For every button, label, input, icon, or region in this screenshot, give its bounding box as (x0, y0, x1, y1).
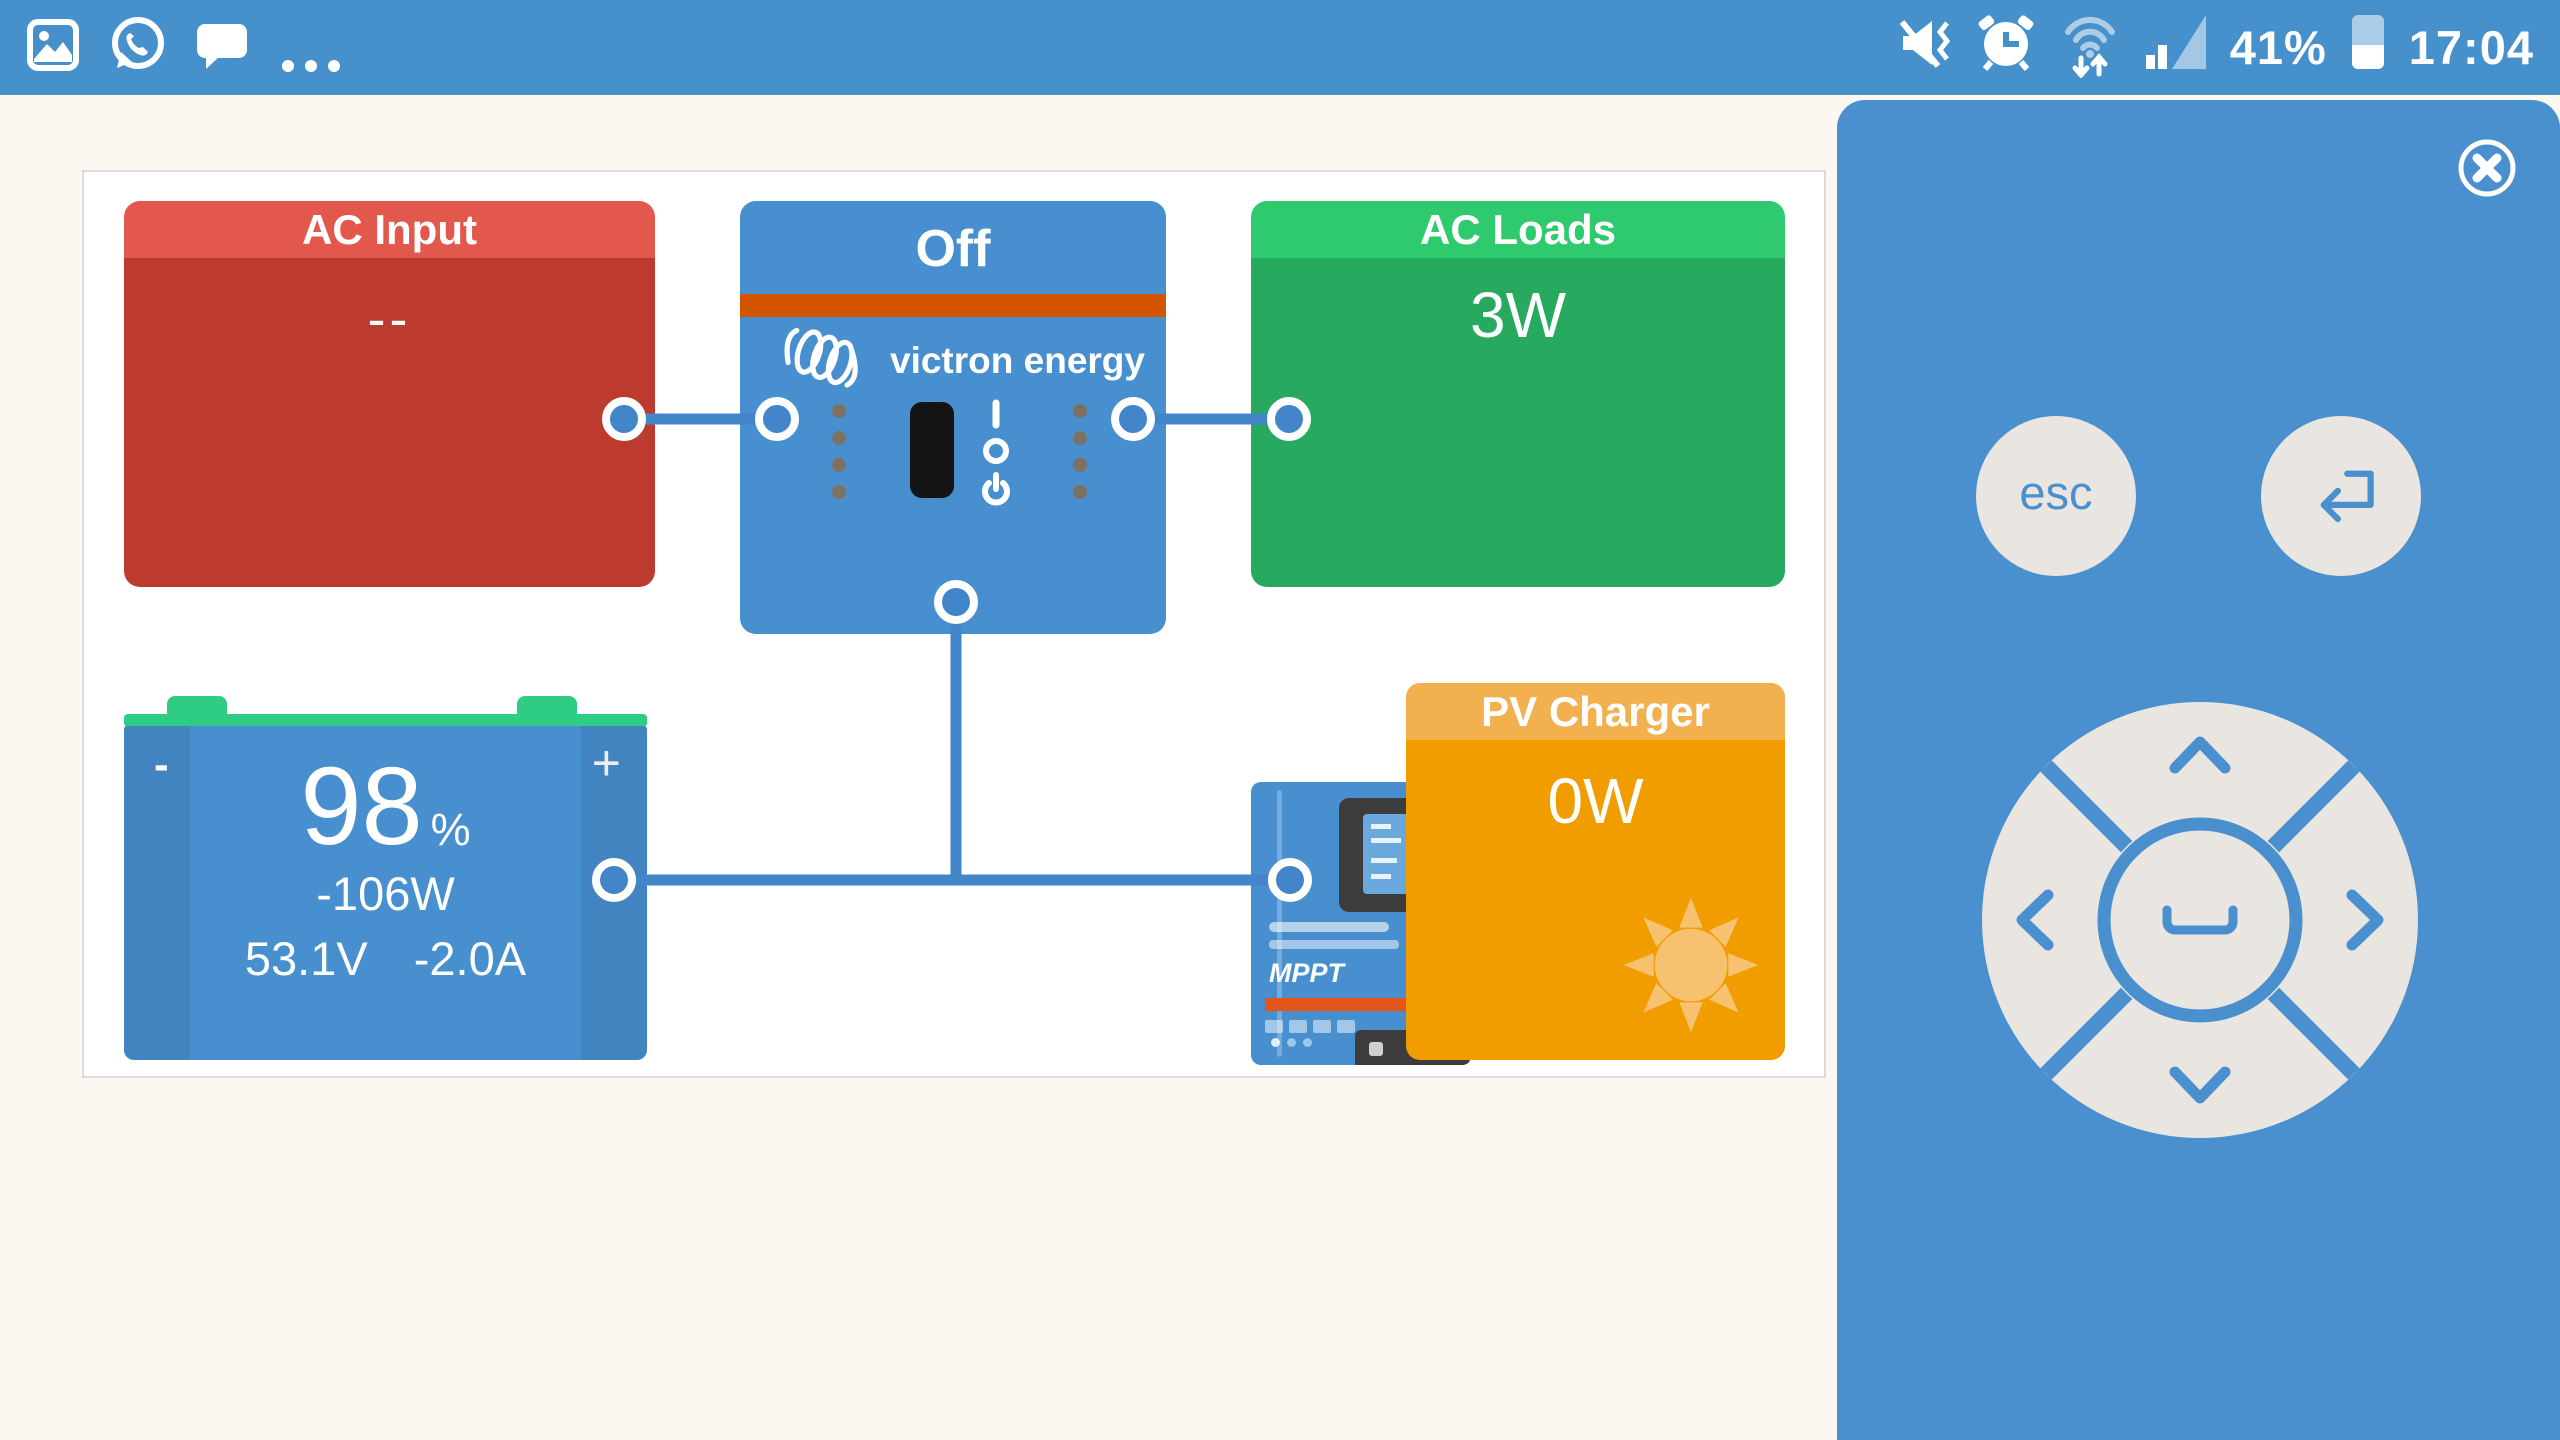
dpad-right-icon[interactable] (2346, 889, 2384, 951)
whatsapp-icon (108, 16, 166, 79)
battery-icon (2349, 12, 2387, 83)
battery-minus-sign: - (154, 740, 169, 789)
gallery-icon (26, 18, 80, 77)
inverter-rocker-switch (910, 402, 954, 498)
wifi-icon (2058, 6, 2122, 89)
inverter-led-column-right (1073, 404, 1087, 499)
battery-top-bar (124, 714, 647, 727)
dpad-left-icon[interactable] (2016, 889, 2054, 951)
mppt-label: MPPT (1269, 958, 1345, 988)
sun-icon (1611, 885, 1771, 1050)
ac-input-value: -- (367, 289, 412, 349)
ac-loads-tile[interactable]: AC Loads 3W (1251, 201, 1785, 587)
battery-current-value: -2.0A (413, 932, 527, 985)
more-dots-icon (282, 18, 340, 78)
enter-arrow-icon (2302, 461, 2380, 532)
enter-button[interactable] (2261, 416, 2421, 576)
esc-button[interactable]: esc (1976, 416, 2136, 576)
ac-input-tile[interactable]: AC Input -- (124, 201, 655, 587)
battery-percent-text: 41% (2229, 21, 2327, 74)
battery-voltage-value: 53.1V (244, 932, 368, 985)
pv-charger-title: PV Charger (1406, 683, 1785, 740)
esc-button-label: esc (2019, 465, 2093, 519)
dpad (1970, 690, 2430, 1150)
power-switch-symbols-icon (976, 397, 1016, 512)
victron-coil-logo-icon (776, 319, 880, 404)
mppt-brand-line (1269, 922, 1389, 932)
inverter-tile[interactable]: Off victron energy (740, 201, 1166, 634)
pv-charger-tile[interactable]: PV Charger 0W (1406, 683, 1785, 1060)
mute-vibrate-icon (1896, 13, 1954, 82)
inverter-orange-stripe (740, 294, 1166, 317)
mppt-model-line (1269, 940, 1399, 949)
ac-loads-value: 3W (1470, 279, 1566, 351)
dpad-space-icon[interactable] (2162, 905, 2238, 935)
alarm-icon (1976, 13, 2036, 82)
ac-input-title: AC Input (124, 201, 655, 258)
notification-icons (26, 16, 340, 79)
victron-brand-text: victron energy (890, 340, 1145, 381)
system-overview-panel: AC Input -- Off victron energy AC Loads … (82, 170, 1826, 1078)
mppt-led-dots (1271, 1038, 1312, 1047)
remote-control-sidebar: esc (1837, 100, 2560, 1440)
inverter-state: Off (915, 220, 991, 278)
ac-loads-title: AC Loads (1251, 201, 1785, 258)
messages-icon (194, 19, 250, 76)
dpad-down-icon[interactable] (2169, 1066, 2231, 1104)
pv-charger-value: 0W (1547, 765, 1644, 837)
inverter-led-column-left (832, 404, 846, 499)
battery-power-value: -106W (316, 867, 455, 920)
dpad-up-icon[interactable] (2169, 736, 2231, 774)
battery-plus-sign: + (591, 735, 621, 791)
clock-text: 17:04 (2408, 21, 2534, 74)
status-bar: 41% 17:04 (0, 0, 2560, 95)
battery-soc-value: 98 (300, 745, 423, 868)
close-button[interactable] (2455, 136, 2519, 200)
battery-tile[interactable]: - + 98 % -106W 53.1V -2.0A (124, 696, 647, 1060)
battery-soc-unit: % (430, 804, 471, 855)
mppt-certification-marks (1265, 1020, 1355, 1033)
signal-icon (2144, 11, 2208, 84)
system-status-icons: 41% 17:04 (1896, 6, 2534, 89)
